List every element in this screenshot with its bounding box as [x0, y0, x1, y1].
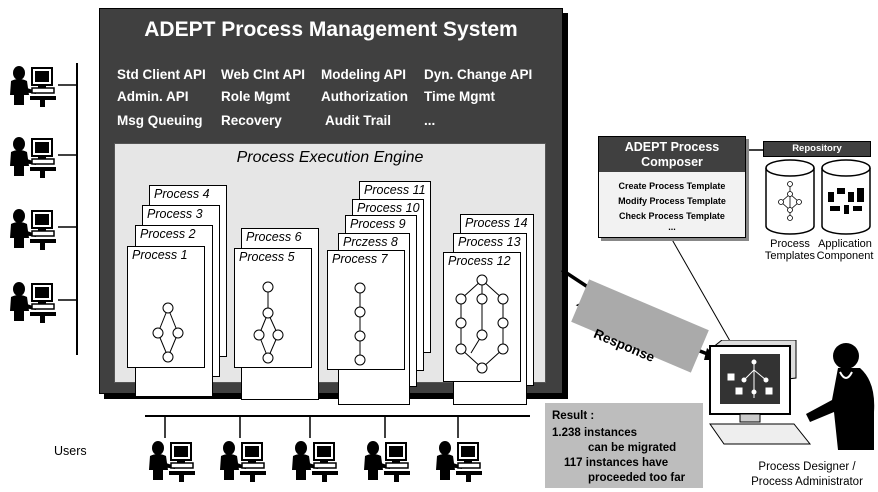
process-label: Process 9 — [350, 217, 406, 231]
migration-result: Result : 1.238 instances can be migrated… — [545, 403, 703, 488]
process-execution-engine: Process Execution Engine Process 4 Proce… — [114, 143, 546, 405]
process-management-system: ADEPT Process Management System Std Clie… — [99, 8, 563, 405]
system-title: ADEPT Process Management System — [144, 18, 518, 41]
process-card: Process 1 — [127, 246, 205, 368]
process-graph — [455, 274, 509, 374]
label-line: Process Administrator — [751, 476, 863, 488]
api-label: Web Clnt API — [221, 67, 305, 82]
label-line: Process — [770, 238, 810, 250]
label-line: Component — [816, 250, 874, 262]
process-label: Process 3 — [147, 207, 203, 221]
process-composer: ADEPT Process Composer Create Process Te… — [598, 136, 746, 238]
process-label: Process 13 — [458, 235, 521, 249]
composer-command: Create Process Template — [618, 181, 726, 191]
process-label: Process 2 — [140, 227, 196, 241]
process-card: Process 7 — [327, 250, 405, 370]
workstation-icon — [709, 340, 812, 445]
label-line: Process Designer / — [758, 461, 856, 473]
database-icon — [765, 159, 815, 235]
composer-command: Modify Process Template — [618, 196, 726, 206]
engine-title: Process Execution Engine — [236, 149, 424, 166]
api-label: Admin. API — [117, 89, 189, 104]
result-line: 1.238 instances — [552, 427, 638, 439]
process-label: Process 4 — [154, 187, 210, 201]
result-heading: Result : — [552, 410, 595, 422]
api-label: Std Client API — [117, 67, 206, 82]
api-label: Role Mgmt — [221, 89, 290, 104]
users-label: Users — [54, 444, 87, 458]
process-label: Process 11 — [364, 183, 426, 197]
composer-title: ADEPT Process Composer — [599, 137, 745, 172]
result-line: 117 instances have — [564, 457, 669, 469]
database-icon — [821, 159, 871, 235]
process-label: Process 5 — [239, 250, 295, 264]
result-line: can be migrated — [588, 442, 677, 454]
designer-label: Process Designer / Process Administrator — [740, 460, 874, 490]
process-card: Process 12 — [443, 252, 521, 382]
composer-title-line: ADEPT Process — [624, 140, 720, 154]
repository-label: Repository — [763, 141, 871, 157]
process-label: Process 10 — [357, 201, 420, 215]
process-templates-label: Process Templates — [756, 238, 824, 262]
composer-command: Check Process Template — [619, 211, 725, 221]
process-label: Process 6 — [246, 230, 302, 244]
api-label: Modeling API — [321, 67, 406, 82]
api-label: Msg Queuing — [117, 113, 203, 128]
process-card: Process 5 — [234, 248, 312, 368]
process-designer-icon — [806, 343, 875, 450]
label-line: Application — [818, 238, 872, 250]
process-label: Process 1 — [132, 248, 188, 262]
composer-title-line: Composer — [641, 155, 703, 169]
api-label: Authorization — [321, 89, 408, 104]
process-label: Process 12 — [448, 254, 511, 268]
api-label: Time Mgmt — [424, 89, 496, 104]
api-label: ... — [424, 113, 436, 128]
composer-command: ... — [668, 222, 676, 232]
process-label: Process 7 — [332, 252, 388, 266]
process-label: Process 14 — [465, 216, 528, 230]
api-label: Recovery — [221, 113, 282, 128]
api-label: Dyn. Change API — [424, 67, 533, 82]
api-label: Audit Trail — [325, 113, 392, 128]
process-label: Prczess 8 — [343, 235, 398, 249]
process-graph — [354, 282, 366, 366]
process-graph — [253, 281, 284, 364]
label-line: Templates — [764, 250, 816, 262]
result-line: proceeded too far — [588, 472, 686, 484]
application-component-label: Application Component — [812, 238, 878, 262]
process-graph — [152, 302, 184, 363]
